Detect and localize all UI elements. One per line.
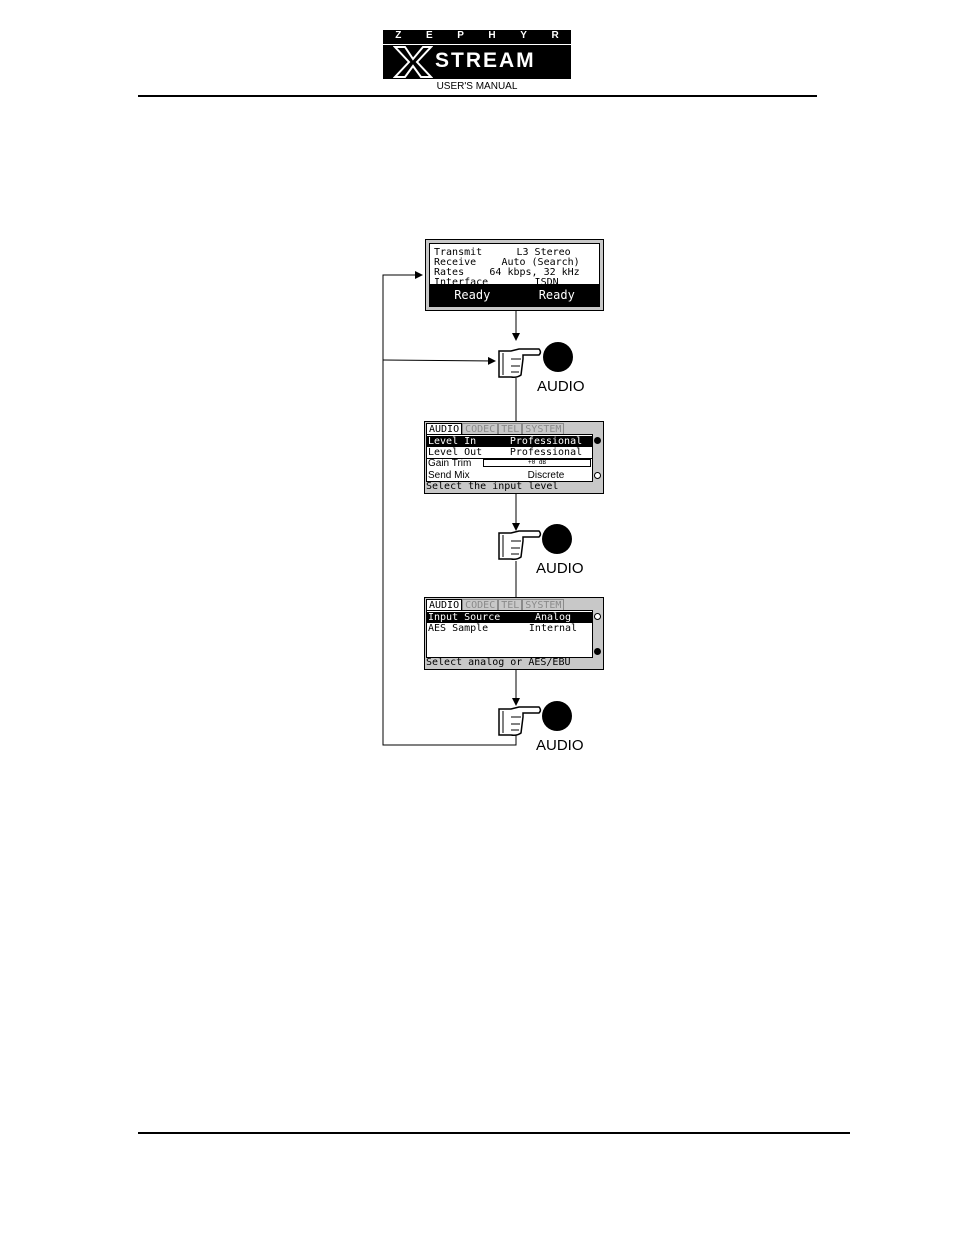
status-screen: Transmit L3 Stereo Receive Auto (Search)… [425, 239, 604, 311]
logo-word: STREAM [435, 49, 536, 72]
manual-subtitle: USER'S MANUAL [436, 81, 518, 92]
menu-row-send-mix[interactable]: Send Mix Discrete [427, 470, 592, 481]
menu-key: Level In [428, 436, 477, 447]
audio-button[interactable] [542, 701, 572, 731]
arrow-loop-to-hand1 [382, 356, 496, 365]
menu-row-level-out[interactable]: Level Out Professional [427, 447, 592, 459]
ready-status-bar: Ready Ready [430, 284, 599, 306]
tab-tel[interactable]: TEL [498, 423, 523, 435]
menu-value: Professional [509, 436, 583, 447]
menu-tabs: AUDIO CODEC TEL SYSTEM [426, 599, 565, 611]
pointing-hand-icon [498, 706, 542, 736]
audio-button[interactable] [542, 524, 572, 554]
menu-value: Analog [534, 612, 572, 623]
status-key: Receive [434, 257, 477, 268]
status-value: ISDN [534, 277, 559, 288]
menu-key: Gain Trim [428, 458, 472, 469]
scroll-indicator-filled [594, 437, 601, 444]
menu-row-input-source[interactable]: Input Source Analog [427, 612, 592, 623]
audio-button-label: AUDIO [537, 378, 585, 395]
menu-row-level-in[interactable]: Level In Professional [427, 436, 592, 447]
menu-row-aes-sample[interactable]: AES Sample Internal [427, 623, 592, 634]
status-row: Receive Auto (Search) [434, 258, 595, 268]
audio-button-label: AUDIO [536, 560, 584, 577]
menu-key: Input Source [428, 612, 501, 623]
loop-back-line [382, 271, 517, 746]
status-row: Rates 64 kbps, 32 kHz [434, 268, 595, 278]
menu-value: Professional [509, 447, 583, 458]
pointing-hand-icon [498, 530, 542, 560]
tab-system[interactable]: SYSTEM [522, 423, 565, 435]
menu-value: Internal [528, 623, 578, 634]
scroll-indicator-filled [594, 648, 601, 655]
logo-divider [383, 44, 571, 45]
audio-menu-screen-1: AUDIO CODEC TEL SYSTEM Level In Professi… [424, 421, 604, 494]
menu-value: Discrete [527, 470, 565, 481]
logo-x-mark [393, 46, 433, 78]
header-rule [138, 95, 817, 97]
logo-letter: H [488, 30, 496, 41]
tab-codec[interactable]: CODEC [462, 423, 499, 435]
tab-tel[interactable]: TEL [498, 599, 523, 611]
logo-letters: Z E P H Y R [383, 30, 571, 42]
scroll-indicator-empty [594, 472, 601, 479]
menu-key: Level Out [428, 447, 483, 458]
menu-hint: Select analog or AES/EBU [426, 657, 571, 668]
tab-codec[interactable]: CODEC [462, 599, 499, 611]
menu-body: Level In Professional Level Out Professi… [426, 434, 593, 482]
status-value: 64 kbps, 32 kHz [489, 267, 580, 278]
logo-letter: R [551, 30, 559, 41]
tab-system[interactable]: SYSTEM [522, 599, 565, 611]
status-value: L3 Stereo [516, 247, 571, 258]
audio-button[interactable] [543, 342, 573, 372]
status-value: Auto (Search) [501, 257, 580, 268]
ready-left: Ready [454, 288, 491, 302]
gain-trim-slider[interactable]: +0 dB [483, 459, 591, 467]
scroll-indicator-empty [594, 613, 601, 620]
menu-key: Send Mix [428, 470, 470, 481]
tab-audio[interactable]: AUDIO [426, 599, 463, 611]
footer-rule [138, 1132, 850, 1134]
zephyr-xstream-logo: Z E P H Y R STREAM [383, 30, 571, 79]
status-key: Interface [434, 277, 489, 288]
audio-button-label: AUDIO [536, 737, 584, 754]
menu-hint: Select the input level [426, 481, 559, 492]
status-row: Transmit L3 Stereo [434, 248, 595, 258]
menu-row-gain-trim[interactable]: Gain Trim +0 dB [427, 458, 592, 469]
status-display: Transmit L3 Stereo Receive Auto (Search)… [429, 243, 600, 307]
pointing-hand-icon [498, 348, 542, 378]
status-key: Rates [434, 267, 465, 278]
tab-audio[interactable]: AUDIO [426, 423, 463, 435]
menu-body: Input Source Analog AES Sample Internal [426, 610, 593, 658]
menu-tabs: AUDIO CODEC TEL SYSTEM [426, 423, 565, 435]
logo-letter: Z [395, 30, 402, 41]
ready-right: Ready [538, 288, 575, 302]
status-row: Interface ISDN [434, 278, 595, 288]
audio-menu-screen-2: AUDIO CODEC TEL SYSTEM Input Source Anal… [424, 597, 604, 670]
menu-key: AES Sample [428, 623, 489, 634]
status-key: Transmit [434, 247, 483, 258]
logo-letter: P [457, 30, 464, 41]
logo-letter: Y [520, 30, 527, 41]
logo-letter: E [425, 30, 433, 41]
